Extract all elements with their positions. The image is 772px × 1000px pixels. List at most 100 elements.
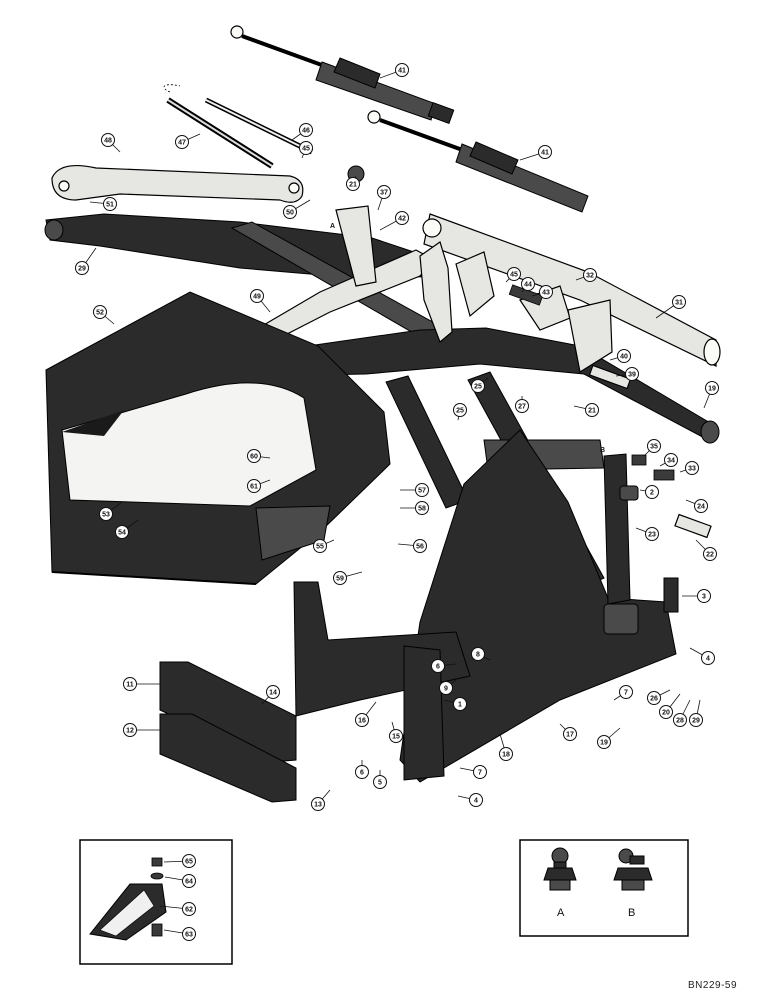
callout-57: 57 <box>400 483 429 497</box>
callout-number: 45 <box>510 272 518 279</box>
callout-circle <box>538 145 552 159</box>
callout-number: 18 <box>502 752 510 759</box>
grease-fitting-inset: A B <box>519 839 689 937</box>
callout-number: 40 <box>620 354 628 361</box>
callout-8: 8 <box>471 647 491 661</box>
callout-number: 50 <box>286 210 294 217</box>
callout-5: 5 <box>373 770 387 789</box>
callout-circle <box>453 697 467 711</box>
callout-number: 2 <box>650 490 654 497</box>
callout-16: 16 <box>355 701 377 727</box>
callout-6: 6 <box>355 760 369 779</box>
callout-number: 53 <box>102 512 110 519</box>
callout-number: 16 <box>358 718 366 725</box>
callout-number: 13 <box>314 802 322 809</box>
svg-text:62: 62 <box>185 907 193 914</box>
callout-59: 59 <box>333 571 363 585</box>
tooth-kit-callout-65: 65 <box>163 854 196 868</box>
callout-14: 14 <box>261 685 280 705</box>
callout-number: 6 <box>436 664 440 671</box>
upper-link-arm <box>51 165 304 203</box>
counterweight <box>159 661 297 803</box>
callout-18: 18 <box>499 733 513 761</box>
callout-circle <box>103 197 117 211</box>
callout-21: 21 <box>346 175 360 191</box>
callout-20: 20 <box>659 693 681 719</box>
callout-number: 22 <box>706 552 714 559</box>
callout-number: 14 <box>269 690 277 697</box>
callout-44: 44 <box>521 277 535 293</box>
callout-number: 35 <box>650 444 658 451</box>
callout-4: 4 <box>689 647 715 665</box>
fitting-label-a: A <box>557 907 565 919</box>
callout-number: 5 <box>378 780 382 787</box>
callout-circle <box>373 775 387 789</box>
callout-number: 19 <box>600 740 608 747</box>
callout-39: 39 <box>615 367 639 381</box>
callout-number: 28 <box>676 718 684 725</box>
lube-point-a: A <box>330 223 335 230</box>
callout-number: 57 <box>418 488 426 495</box>
callout-circle <box>453 403 467 417</box>
callout-circle <box>539 285 553 299</box>
callout-layer: 4141474645482137425150293245444331495240… <box>75 63 719 811</box>
callout-45: 45 <box>505 267 521 283</box>
callout-4: 4 <box>457 793 483 807</box>
callout-49: 49 <box>250 289 271 313</box>
callout-52: 52 <box>93 305 115 325</box>
callout-circle <box>645 485 659 499</box>
callout-7: 7 <box>613 685 633 701</box>
callout-54: 54 <box>115 519 139 539</box>
hydraulic-cylinder-upper <box>230 25 455 124</box>
figure-code: BN229-59 <box>688 980 737 991</box>
callout-number: 55 <box>316 544 324 551</box>
link-rod <box>163 84 314 169</box>
callout-34: 34 <box>659 453 678 467</box>
callout-number: 47 <box>178 140 186 147</box>
callout-circle <box>355 765 369 779</box>
callout-circle <box>247 479 261 493</box>
callout-11: 11 <box>123 677 160 691</box>
callout-circle <box>645 527 659 541</box>
callout-circle <box>703 547 717 561</box>
callout-circle <box>673 713 687 727</box>
bellcrank-links <box>235 205 613 374</box>
callout-number: 15 <box>392 734 400 741</box>
angled-grease-fitting <box>613 848 653 891</box>
callout-circle <box>123 723 137 737</box>
callout-circle <box>659 705 673 719</box>
callout-number: 44 <box>524 282 532 289</box>
callout-circle <box>597 735 611 749</box>
callout-circle <box>689 713 703 727</box>
callout-number: 9 <box>444 686 448 693</box>
callout-circle <box>431 659 445 673</box>
callout-circle <box>705 381 719 395</box>
callout-circle <box>175 135 189 149</box>
callout-33: 33 <box>679 461 699 475</box>
callout-number: 29 <box>692 718 700 725</box>
callout-15: 15 <box>389 721 403 743</box>
callout-6: 6 <box>431 659 457 673</box>
callout-number: 45 <box>302 146 310 153</box>
callout-25: 25 <box>453 403 467 421</box>
tooth-kit-callout-63: 63 <box>163 927 196 941</box>
callout-23: 23 <box>635 527 659 541</box>
callout-circle <box>266 685 280 699</box>
callout-29: 29 <box>75 247 97 275</box>
svg-text:63: 63 <box>185 932 193 939</box>
callout-number: 59 <box>336 576 344 583</box>
callout-60: 60 <box>247 449 271 463</box>
callout-circle <box>619 685 633 699</box>
callout-13: 13 <box>311 789 331 811</box>
callout-number: 25 <box>456 408 464 415</box>
callout-number: 33 <box>688 466 696 473</box>
callout-circle <box>395 63 409 77</box>
callout-circle <box>617 349 631 363</box>
callout-circle <box>469 793 483 807</box>
callout-number: 4 <box>474 798 478 805</box>
lube-point-b: B <box>600 447 605 454</box>
callout-29: 29 <box>689 699 703 727</box>
callout-number: 25 <box>474 384 482 391</box>
callout-number: 52 <box>96 310 104 317</box>
